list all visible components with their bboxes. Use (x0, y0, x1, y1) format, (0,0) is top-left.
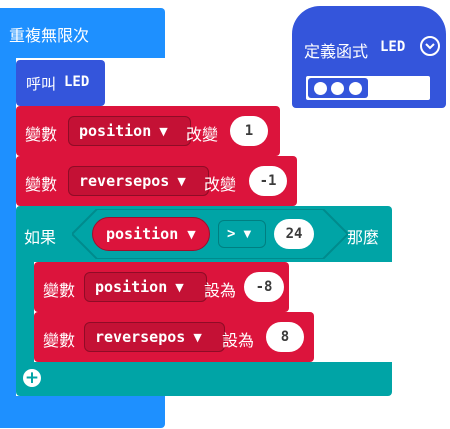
if-block-bottom[interactable]: + (16, 362, 392, 396)
caret-down-icon: ▼ (159, 124, 168, 138)
variable-name: position (106, 225, 179, 243)
forever-loop-block[interactable]: 重複無限次 (0, 8, 165, 58)
if-label: 如果 (24, 228, 57, 247)
function-name: LED (380, 39, 406, 55)
variable-prefix-label: 變數 (25, 175, 58, 194)
variable-name: reversepos (79, 172, 170, 190)
if-block-arm (16, 262, 34, 362)
variable-name: position (95, 278, 168, 296)
operator-symbol: > (227, 226, 236, 242)
value-text: -1 (259, 173, 277, 189)
variable-name: position (79, 122, 152, 140)
change-variable-block[interactable]: 變數 position ▼ 改變 1 (16, 106, 280, 156)
variable-dropdown[interactable]: reversepos ▼ (68, 166, 209, 196)
variable-prefix-label: 變數 (43, 281, 76, 300)
set-action-label: 設為 (222, 331, 255, 350)
change-variable-block[interactable]: 變數 reversepos ▼ 改變 -1 (16, 156, 297, 206)
set-variable-block[interactable]: 變數 position ▼ 設為 -8 (34, 262, 289, 312)
caret-down-icon: ▼ (193, 330, 202, 344)
forever-loop-bottom[interactable] (0, 396, 165, 428)
call-function-name: LED (64, 74, 90, 90)
function-body-slot[interactable] (306, 76, 430, 100)
compare-value-input[interactable]: 24 (274, 219, 314, 249)
ellipsis-icon[interactable] (308, 78, 368, 98)
value-text: 24 (285, 226, 303, 242)
variable-dropdown[interactable]: position ▼ (68, 116, 191, 146)
call-label: 呼叫 (26, 75, 57, 93)
forever-loop-arm (0, 58, 16, 404)
set-variable-block[interactable]: 變數 reversepos ▼ 設為 8 (34, 312, 314, 362)
caret-down-icon: ▼ (177, 174, 186, 188)
value-text: 8 (280, 329, 290, 345)
function-definition-block[interactable]: 定義函式 LED (292, 6, 446, 108)
loop-label: 重複無限次 (9, 26, 90, 45)
operator-dropdown[interactable]: > ▼ (218, 220, 266, 248)
change-action-label: 改變 (186, 125, 219, 144)
value-input[interactable]: 1 (230, 116, 268, 146)
chevron-down-circle-icon[interactable] (420, 36, 440, 56)
call-function-block[interactable]: 呼叫 LED (16, 60, 105, 106)
value-input[interactable]: 8 (266, 322, 304, 352)
value-text: 1 (244, 123, 254, 139)
variable-dropdown[interactable]: position ▼ (84, 272, 207, 302)
plus-circle-icon[interactable]: + (23, 368, 41, 388)
define-function-label: 定義函式 (304, 42, 369, 61)
set-action-label: 設為 (204, 281, 237, 300)
value-text: -8 (255, 279, 273, 295)
caret-down-icon: ▼ (187, 227, 196, 241)
then-label: 那麼 (347, 228, 380, 247)
value-input[interactable]: -1 (249, 166, 287, 196)
caret-down-icon: ▼ (175, 280, 184, 294)
change-action-label: 改變 (204, 175, 237, 194)
variable-dropdown[interactable]: reversepos ▼ (84, 322, 225, 352)
caret-down-icon: ▼ (243, 228, 252, 240)
if-then-block[interactable]: 如果 position ▼ > ▼ 24 那麼 (16, 206, 392, 262)
variable-reporter[interactable]: position ▼ (92, 217, 210, 251)
value-input[interactable]: -8 (244, 272, 284, 302)
variable-name: reversepos (95, 328, 186, 346)
variable-prefix-label: 變數 (25, 125, 58, 144)
variable-prefix-label: 變數 (43, 331, 76, 350)
